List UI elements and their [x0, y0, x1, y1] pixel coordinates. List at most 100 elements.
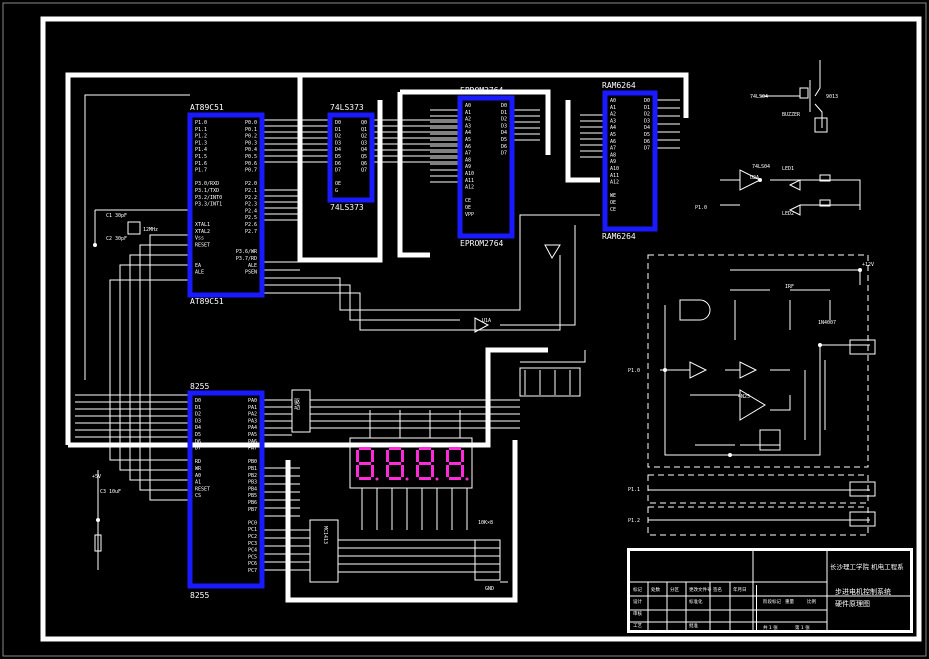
- led1-symbol: [788, 179, 801, 191]
- chip-eprom2764[interactable]: [457, 95, 515, 239]
- title-block-scale-header: 阶段标记: [763, 600, 781, 605]
- ppi-right-pin: PB2: [248, 473, 257, 479]
- eprom-left-pin: A11: [465, 178, 474, 184]
- ram-left-pin: CE: [610, 207, 616, 213]
- mcu-right-pin: P2.5: [245, 215, 257, 221]
- crystal-12mhz[interactable]: [127, 221, 141, 235]
- ram-right-pin: D7: [644, 146, 650, 152]
- ppi-right-pin: PB1: [248, 466, 257, 472]
- inverter-label: 74LS04: [752, 164, 770, 170]
- diode-label: 1N4007: [818, 320, 836, 326]
- chip-ram6264[interactable]: [602, 90, 658, 232]
- ram-left-pin: A12: [610, 180, 619, 186]
- digit-segment: [431, 450, 434, 462]
- ram-left-pin: A7: [610, 146, 616, 152]
- mcu-left-pin: P3.0/RXD: [195, 181, 219, 187]
- ppi-right-pin: PA1: [248, 405, 257, 411]
- ppi-left-pin: D4: [195, 425, 201, 431]
- mcu-left-pin: P1.4: [195, 147, 207, 153]
- mc1413-box[interactable]: [309, 519, 339, 583]
- ram-left-pin: A5: [610, 132, 616, 138]
- ppi-right-pin: PC7: [248, 568, 257, 574]
- auxiliary-components: [94, 87, 876, 583]
- digit-decimal-point: [405, 477, 409, 481]
- mcu-right-pin: P3.7/RD: [236, 256, 257, 262]
- digit-segment: [461, 450, 464, 462]
- eprom-left-pin: OE: [465, 205, 471, 211]
- opto-inverter-2: [739, 361, 758, 379]
- latch-right-pin: Q3: [361, 140, 367, 146]
- title-block-cell: 标准化: [689, 600, 703, 605]
- opto-label: 4N25: [738, 394, 750, 400]
- mcu-right-pin: P2.4: [245, 208, 257, 214]
- mcu-right-pin: P0.1: [245, 127, 257, 133]
- ppi-right-pin: PB0: [248, 459, 257, 465]
- digit-segment: [431, 465, 434, 477]
- digit-segment: [371, 465, 374, 477]
- ram-left-pin: A0: [610, 98, 616, 104]
- title-block-cell: 批准: [689, 624, 698, 629]
- ppi-left-pin: A1: [195, 480, 201, 486]
- latch-right-pin: Q2: [361, 134, 367, 140]
- ram-right-pin: D0: [644, 98, 650, 104]
- mcu-left-pin: P1.5: [195, 154, 207, 160]
- reset-resistor[interactable]: [94, 534, 102, 552]
- chip-74ls373[interactable]: [327, 112, 375, 203]
- resistor-array[interactable]: [519, 367, 581, 397]
- buzzer-label: BUZZER: [782, 112, 801, 118]
- led2-resistor[interactable]: [819, 199, 831, 207]
- title-block-cell: 分区: [670, 588, 679, 593]
- eprom-left-pin: A10: [465, 171, 474, 177]
- ppi-left-pin: D5: [195, 432, 201, 438]
- ppi-right-pin: PB7: [248, 507, 257, 513]
- ppi-left-pin: D7: [195, 446, 201, 452]
- latch-left-pin: D3: [335, 140, 341, 146]
- ram-left-pin: A4: [610, 125, 616, 131]
- ppi-right-pin: PC4: [248, 548, 257, 554]
- digit-segment: [449, 462, 461, 465]
- motor-winding-a[interactable]: [849, 339, 876, 355]
- digit-segment: [389, 462, 401, 465]
- digit-segment: [461, 465, 464, 477]
- mcu-left-pin: P1.1: [195, 127, 207, 133]
- digit-segment: [356, 450, 359, 462]
- opto-coupler[interactable]: [759, 429, 781, 451]
- digit-segment: [386, 450, 389, 462]
- ram-left-pin: A10: [610, 166, 619, 172]
- led1-resistor[interactable]: [819, 174, 831, 182]
- buzzer-symbol[interactable]: [814, 117, 828, 133]
- ppi-left-pin: D1: [195, 405, 201, 411]
- motor-winding-b[interactable]: [849, 481, 876, 497]
- inverter-gate: [739, 169, 762, 191]
- title-block-title2: 硬件原理图: [835, 600, 870, 608]
- latch-top-label: 74LS373: [330, 103, 364, 112]
- driver-box[interactable]: [291, 389, 311, 433]
- ppi-left-pin: WR: [195, 466, 202, 472]
- ppi-right-pin: PA4: [248, 425, 257, 431]
- mcu-right-pin: ALE: [248, 263, 257, 269]
- digit-segment: [449, 447, 461, 450]
- mcu-right-pin: P0.6: [245, 161, 257, 167]
- digit-decimal-point: [435, 477, 439, 481]
- chip-at89c51[interactable]: [187, 112, 265, 298]
- mcu-right-pin: P0.3: [245, 140, 257, 146]
- buzzer-resistor[interactable]: [799, 87, 809, 99]
- digit-segment: [359, 477, 371, 480]
- chip-outlines: [187, 90, 658, 589]
- port-p10-label: P1.0: [695, 205, 707, 211]
- ram-left-pin: A2: [610, 112, 616, 118]
- mcu-left-pin: XTAL1: [195, 222, 210, 228]
- chip-8255[interactable]: [187, 390, 265, 589]
- resistor-pack[interactable]: [474, 539, 501, 581]
- seven-seg-display[interactable]: [349, 437, 473, 489]
- title-block-title1: 步进电机控制系统: [835, 588, 891, 596]
- mcu-left-pin: P1.0: [195, 120, 207, 126]
- ppi-right-pin: PA6: [248, 439, 257, 445]
- motor-winding-c[interactable]: [849, 511, 876, 527]
- gnd-label: GND: [485, 586, 494, 592]
- mcu-left-pin: P3.3/INT1: [195, 202, 222, 208]
- digit-segment: [359, 447, 371, 450]
- cap2-label: C2 30pF: [106, 236, 127, 242]
- ram-right-pin: D1: [644, 105, 650, 111]
